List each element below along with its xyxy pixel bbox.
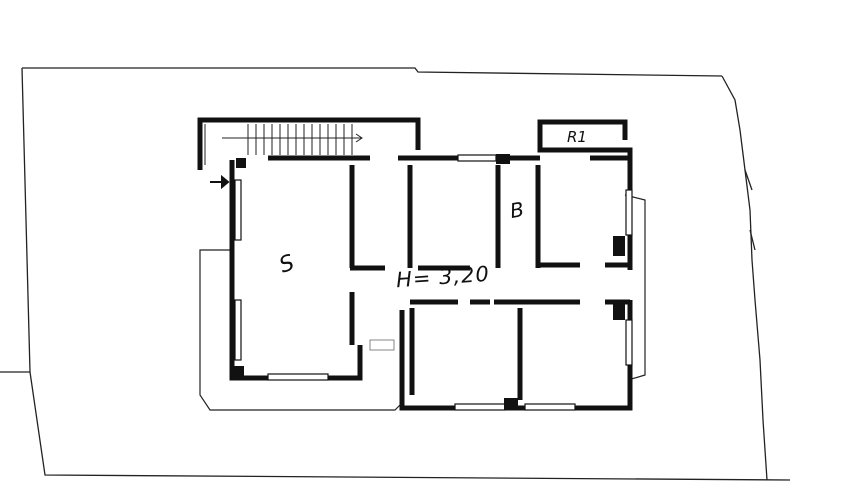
- window-icon: [234, 299, 242, 361]
- staircase-icon: [204, 124, 363, 165]
- entrance-arrow-icon: [210, 174, 230, 190]
- interior-walls: [268, 155, 630, 400]
- terrace-outline: [199, 194, 646, 411]
- window-icon: [234, 179, 242, 241]
- window-icon: [454, 403, 506, 411]
- wall-junctions: [232, 154, 625, 410]
- room-label-r1: R1: [567, 128, 587, 146]
- site-boundary: [0, 67, 791, 481]
- door-opening-icon: [369, 339, 395, 351]
- window-icon: [267, 373, 329, 381]
- window-icon: [457, 154, 497, 162]
- window-icon: [625, 189, 633, 236]
- window-icon: [524, 403, 576, 411]
- window-icon: [625, 319, 633, 366]
